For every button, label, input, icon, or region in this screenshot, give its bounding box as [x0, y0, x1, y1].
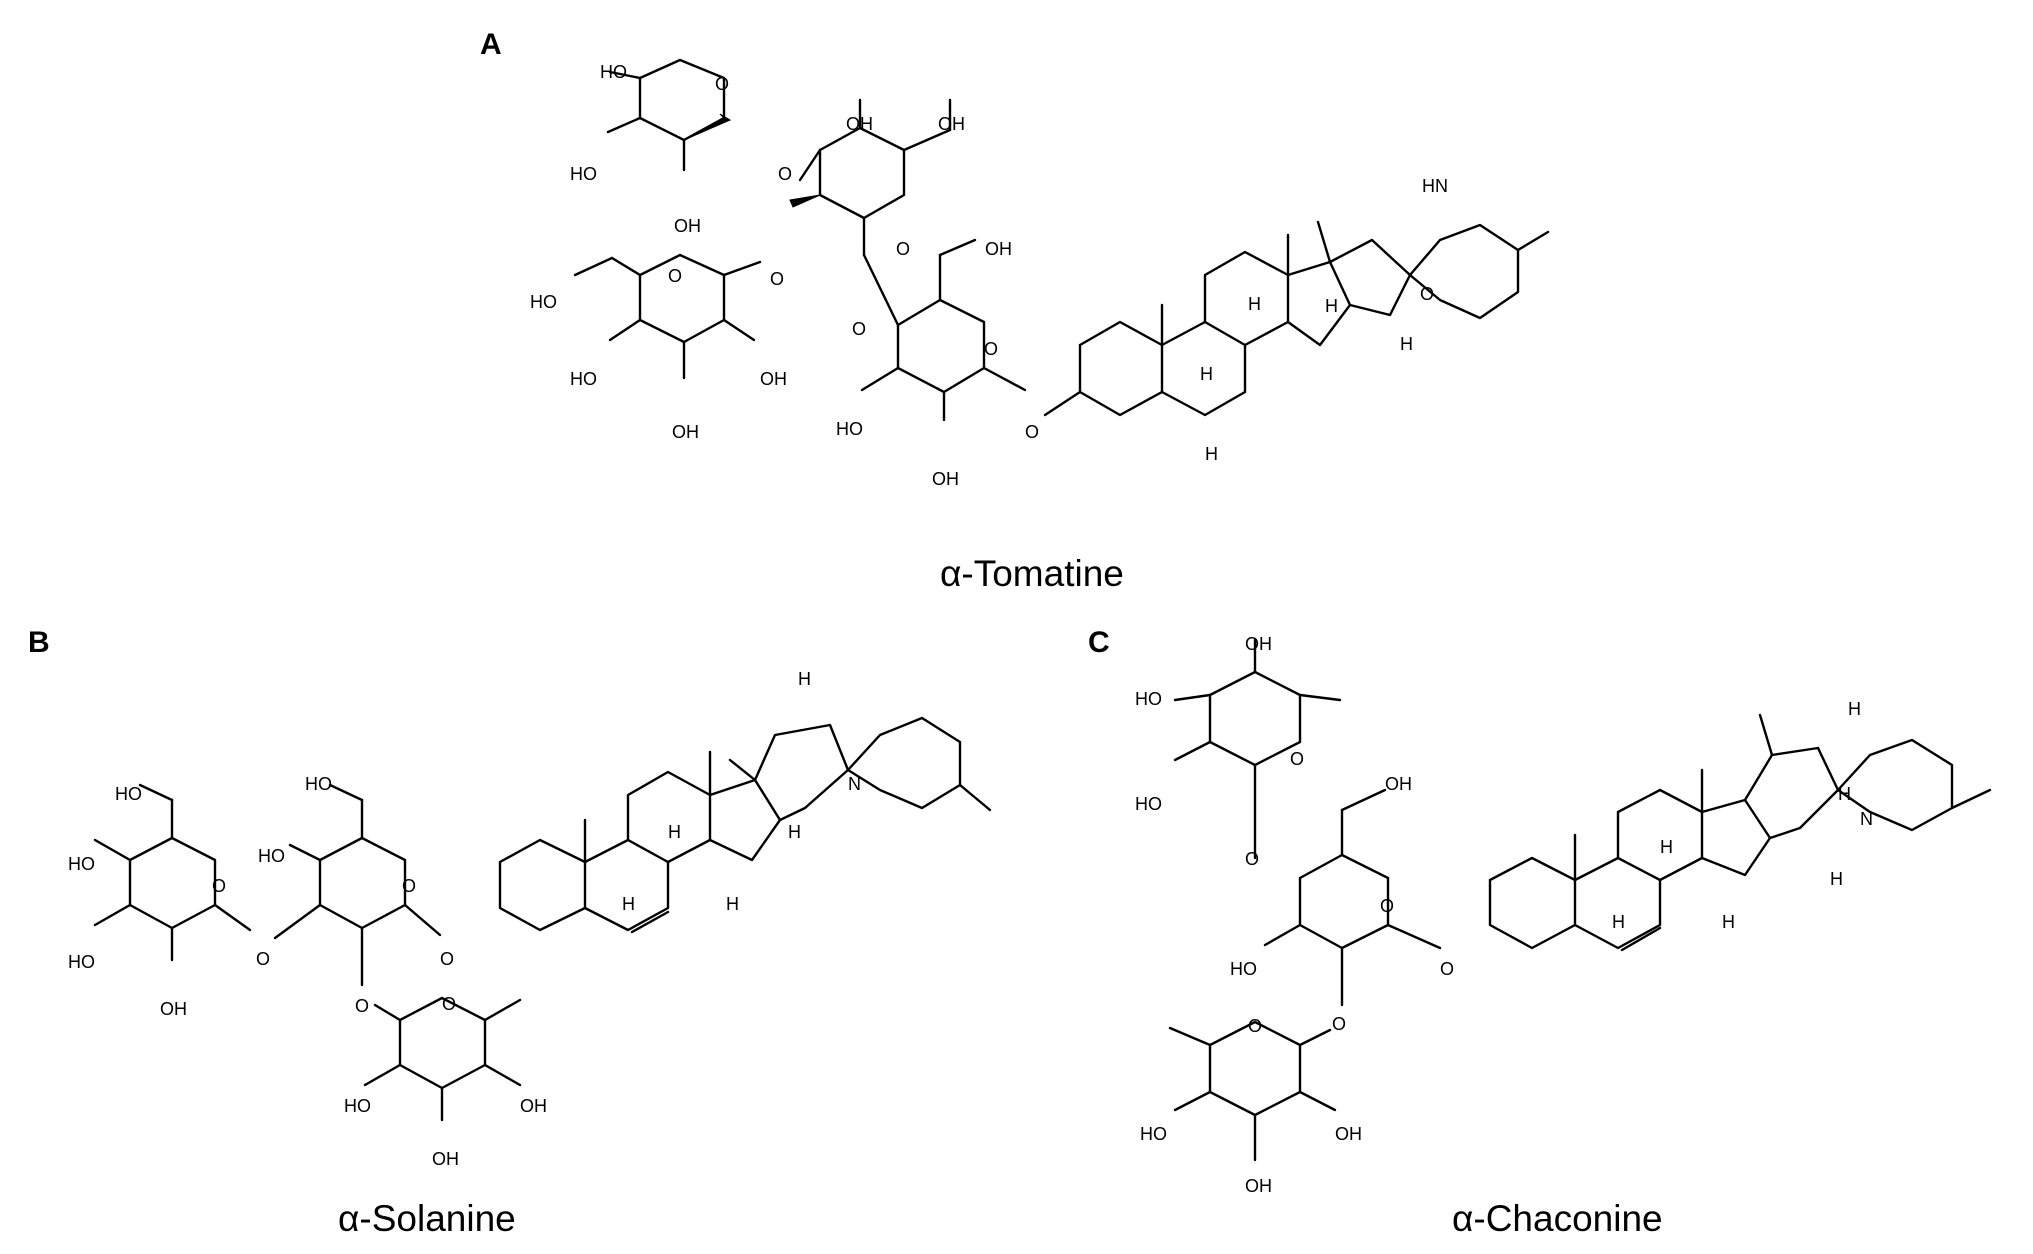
atom-label: O	[1380, 896, 1394, 916]
atom-label: OH	[1245, 1176, 1272, 1196]
atom-label: O	[668, 266, 682, 286]
atom-label: O	[896, 239, 910, 259]
atom-label: OH	[1245, 634, 1272, 654]
chaconine-name: α-Chaconine	[1452, 1198, 1663, 1239]
atom-label: H	[622, 894, 635, 914]
atom-label: HO	[600, 62, 627, 82]
atom-label: O	[715, 74, 729, 94]
atom-label: HO	[68, 952, 95, 972]
atom-label: O	[778, 164, 792, 184]
solanine-name: α-Solanine	[338, 1198, 516, 1239]
atom-label: O	[402, 876, 416, 896]
atom-label: H	[788, 822, 801, 842]
atom-label: HO	[1140, 1124, 1167, 1144]
atom-label: OH	[985, 239, 1012, 259]
atom-label: H	[726, 894, 739, 914]
atom-label: OH	[846, 114, 873, 134]
atom-label: HO	[1230, 959, 1257, 979]
atom-label: HO	[570, 369, 597, 389]
atom-label: H	[1848, 699, 1861, 719]
atom-label: O	[1420, 284, 1434, 304]
atom-label: O	[1245, 849, 1259, 869]
atom-label: H	[1200, 364, 1213, 384]
atom-label: O	[442, 994, 456, 1014]
atom-label: HO	[1135, 689, 1162, 709]
atom-label: N	[848, 774, 861, 794]
atom-label: HN	[1422, 176, 1448, 196]
atom-label: O	[355, 996, 369, 1016]
atom-label: HO	[258, 846, 285, 866]
atom-label: O	[1290, 749, 1304, 769]
atom-label: H	[1660, 837, 1673, 857]
atom-label: HO	[305, 774, 332, 794]
tomatine-name: α-Tomatine	[940, 553, 1124, 594]
atom-label: O	[1248, 1016, 1262, 1036]
atom-label: H	[1612, 912, 1625, 932]
panel-a-letter: A	[480, 28, 502, 61]
atom-label: OH	[160, 999, 187, 1019]
atom-label: O	[1025, 422, 1039, 442]
atom-label: O	[1440, 959, 1454, 979]
atom-label: H	[1400, 334, 1413, 354]
atom-label: OH	[674, 216, 701, 236]
panel-b-letter: B	[28, 626, 50, 659]
atom-label: OH	[1335, 1124, 1362, 1144]
atom-label: N	[1860, 809, 1873, 829]
atom-label: H	[1722, 912, 1735, 932]
atom-label: H	[1325, 296, 1338, 316]
atom-label: HO	[115, 784, 142, 804]
atom-label: HO	[570, 164, 597, 184]
atom-label: H	[1830, 869, 1843, 889]
atom-label: O	[256, 949, 270, 969]
atom-label: OH	[520, 1096, 547, 1116]
atom-label: O	[770, 269, 784, 289]
atom-label: HO	[1135, 794, 1162, 814]
atom-label: OH	[1385, 774, 1412, 794]
atom-label: OH	[932, 469, 959, 489]
atom-label: H	[798, 669, 811, 689]
atom-label: HO	[530, 292, 557, 312]
atom-label: OH	[760, 369, 787, 389]
atom-label: H	[668, 822, 681, 842]
panel-c-letter: C	[1088, 626, 1110, 659]
atom-label: H	[1838, 784, 1851, 804]
atom-label: O	[212, 876, 226, 896]
atom-label: OH	[672, 422, 699, 442]
atom-label: O	[852, 319, 866, 339]
atom-label: HO	[68, 854, 95, 874]
atom-label: H	[1205, 444, 1218, 464]
atom-label: O	[440, 949, 454, 969]
atom-label: OH	[432, 1149, 459, 1169]
atom-label: OH	[938, 114, 965, 134]
atom-label: HO	[344, 1096, 371, 1116]
atom-label: HO	[836, 419, 863, 439]
atom-label: H	[1248, 294, 1261, 314]
atom-label: O	[984, 339, 998, 359]
atom-label: O	[1332, 1014, 1346, 1034]
